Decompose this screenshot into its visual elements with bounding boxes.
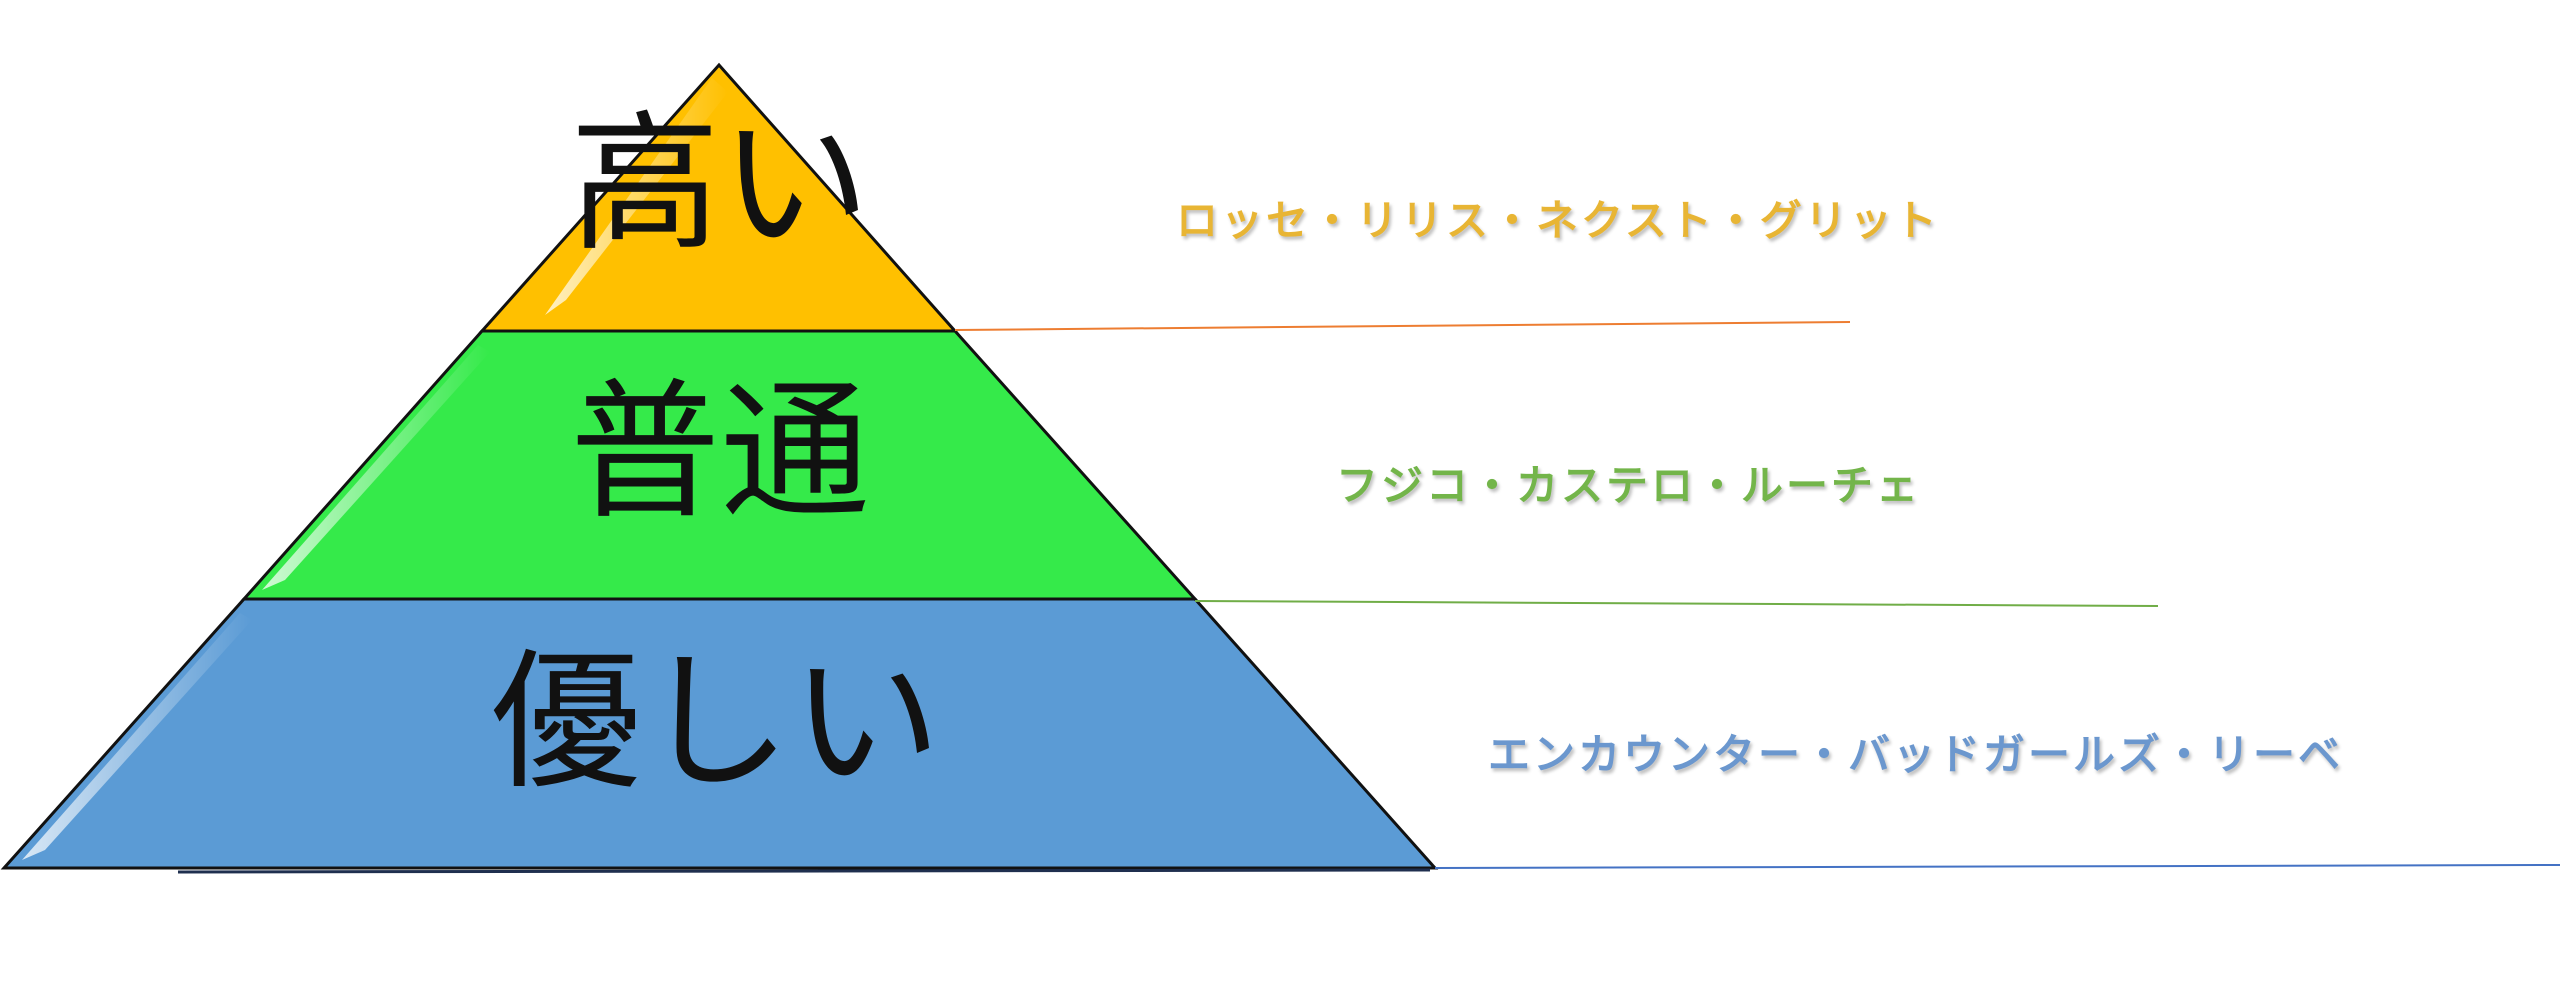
pyramid-base-shadow — [177, 868, 1431, 874]
tier-name-middle: フジコ・カステロ・ルーチェ — [1336, 461, 1922, 510]
tier-level-bottom: 優しい — [490, 636, 942, 810]
gloss-highlight-top — [545, 78, 728, 315]
divider-rule-middle — [1194, 600, 2159, 607]
gloss-highlight-bottom — [22, 613, 252, 860]
tier-name-top: ロッセ・リリス・ネクスト・グリット — [1176, 196, 1940, 245]
tier-level-middle: 普通 — [569, 366, 871, 540]
divider-rule-bottom — [1434, 864, 2560, 869]
tier-name-bottom: エンカウンター・バッドガールズ・リーベ — [1488, 730, 2344, 779]
gloss-highlight-middle — [262, 345, 490, 590]
divider-rule-top — [954, 321, 1851, 331]
tier-level-top: 高い — [569, 98, 871, 272]
